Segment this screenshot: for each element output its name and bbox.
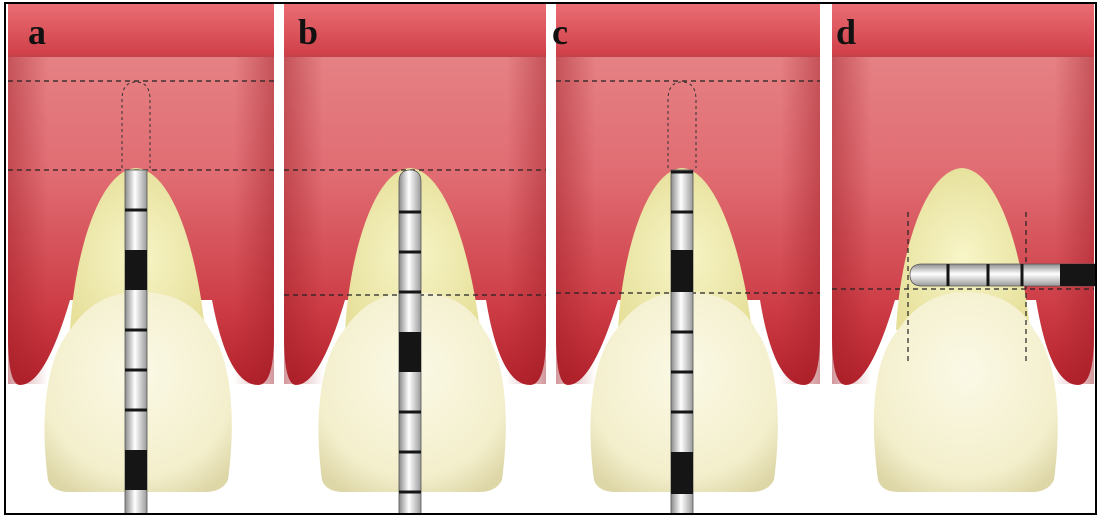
panel-label: d [836,12,856,52]
probe [671,170,693,516]
gum-band [832,4,1094,56]
panel-label: c [552,12,568,52]
probe [125,170,147,516]
probe [910,264,1096,286]
gum-band [284,4,546,56]
gum-band [8,4,274,56]
probe [399,170,421,516]
gum-band [556,4,820,56]
panel-label: a [28,12,46,52]
panel-label: b [298,12,318,52]
